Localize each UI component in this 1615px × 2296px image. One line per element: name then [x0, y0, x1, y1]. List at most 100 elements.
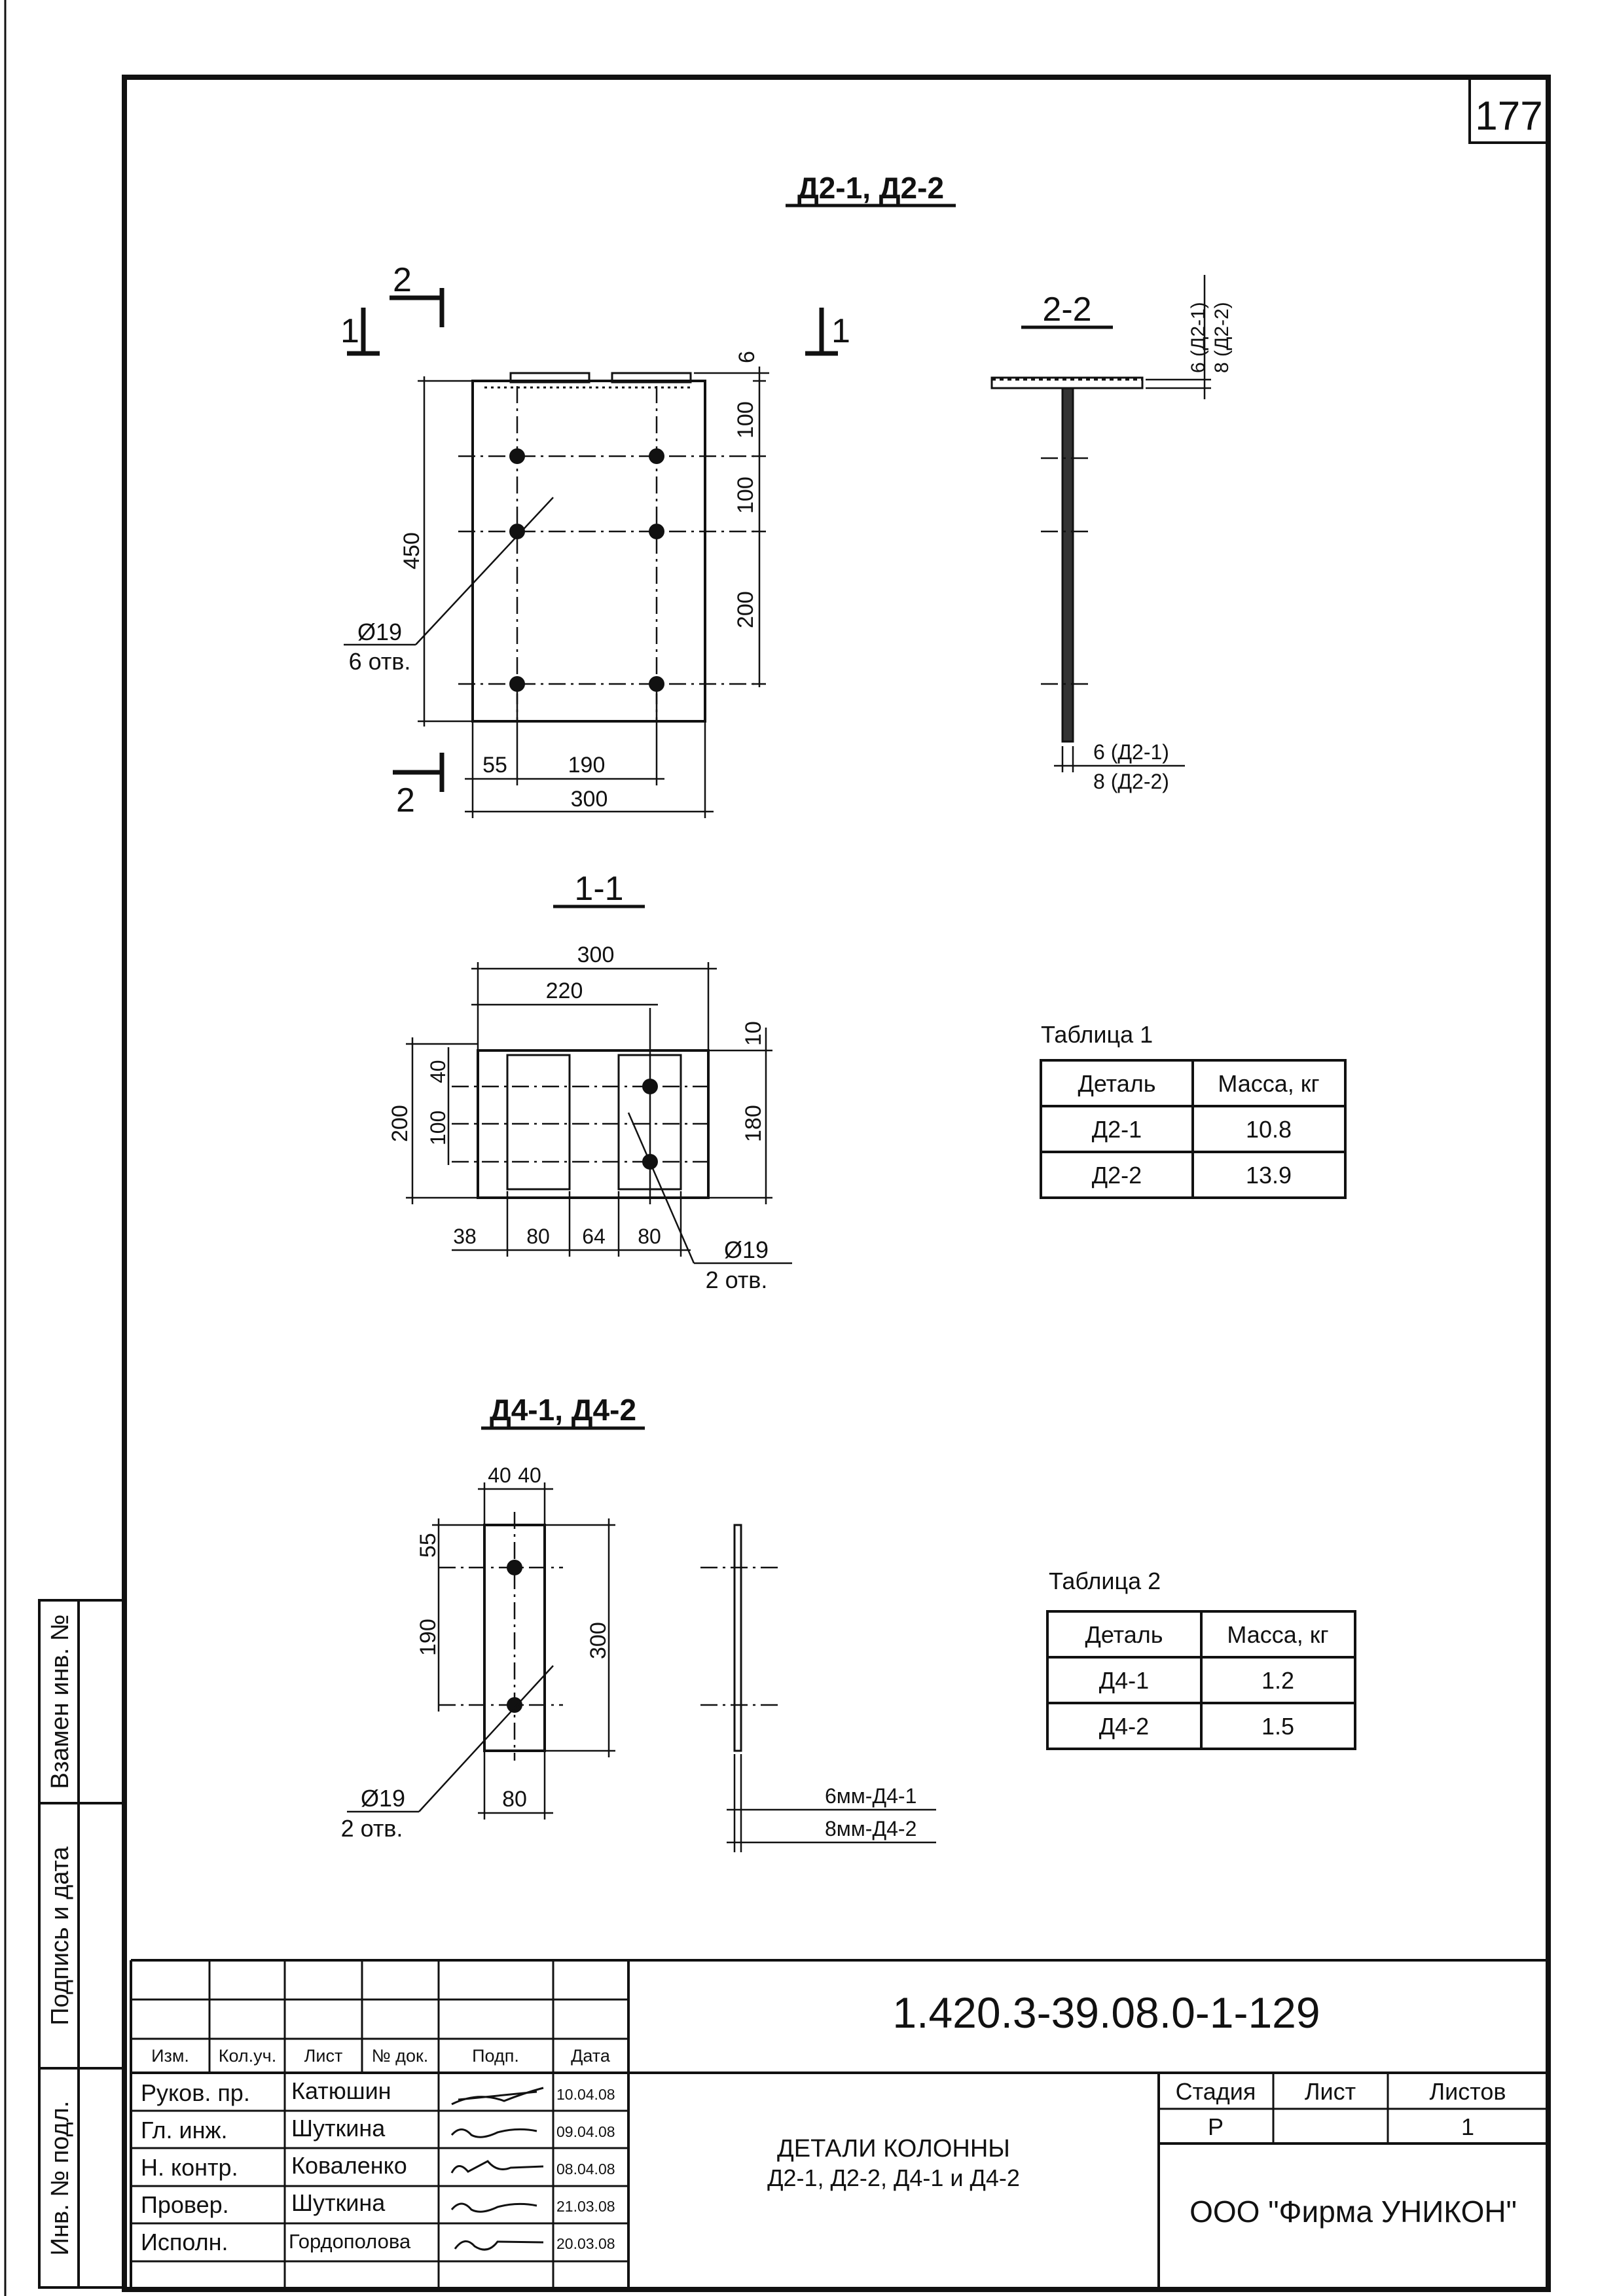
d4-thick-1: 6мм-Д4-1 [825, 1784, 916, 1808]
tb-role: Н. контр. [141, 2154, 238, 2181]
tb-stage-value: Р [1208, 2113, 1224, 2140]
d2-dim-row-3: 200 [733, 591, 758, 628]
table2-cell: Д4-1 [1099, 1667, 1149, 1694]
doc-code: 1.420.3-39.08.0-1-129 [892, 1988, 1320, 2037]
tb-role: Руков. пр. [141, 2079, 250, 2106]
section-1-1: 1-1 300 220 10 180 200 40 100 [388, 870, 792, 1293]
table1-cell: Д2-2 [1092, 1162, 1142, 1189]
d2-dim-width: 300 [571, 787, 608, 812]
signature-5 [454, 2240, 544, 2251]
cut-mark-2-bottom: 2 [396, 781, 415, 819]
d2-dim-spacing: 190 [568, 753, 606, 778]
left-stamp-column: Взамен инв. № Подпись и дата Инв. № подл… [38, 1599, 126, 2289]
stamp-inv: Инв. № подл. [46, 2101, 74, 2256]
table1-caption: Таблица 1 [1041, 1021, 1153, 1048]
tb-date: 08.04.08 [556, 2161, 615, 2178]
d4-plate-plan: 40 40 55 190 300 80 Ø19 2 отв. 6мм-Д4-1 … [341, 1463, 936, 1852]
s11-dim-overall: 300 [577, 942, 615, 967]
doc-title-line1: ДЕТАЛИ КОЛОННЫ [777, 2135, 1010, 2162]
table1-header-mass: Масса, кг [1218, 1070, 1319, 1097]
d4-dim-40a: 40 [488, 1463, 511, 1487]
s11-dim-100: 100 [426, 1111, 450, 1145]
tb-col-izm: Изм. [151, 2046, 189, 2066]
tb-date: 09.04.08 [556, 2123, 615, 2140]
table2-cell: 1.5 [1261, 1713, 1294, 1740]
table1-cell: Д2-1 [1092, 1116, 1142, 1143]
tb-name: Коваленко [291, 2152, 407, 2179]
s11-hole-dia: Ø19 [724, 1236, 769, 1263]
tb-name: Шуткина [291, 2115, 386, 2142]
tb-name: Гордополова [289, 2230, 411, 2253]
table2-header-part: Деталь [1085, 1621, 1163, 1648]
d4-hole-dia: Ø19 [361, 1785, 405, 1812]
sheet-number: 177 [1475, 94, 1542, 139]
table-2: Таблица 2 Деталь Масса, кг Д4-1 1.2 Д4-2… [1046, 1568, 1356, 1750]
s11-dim-40: 40 [426, 1060, 450, 1083]
tb-date: 20.03.08 [556, 2235, 615, 2252]
tb-sheets-label: Листов [1430, 2078, 1506, 2105]
s11-dim-180: 180 [741, 1105, 766, 1142]
s11-dim-200: 200 [388, 1105, 412, 1142]
d4-title: Д4-1, Д4-2 [490, 1393, 636, 1427]
d2-dim-row-1: 100 [733, 401, 758, 439]
d2-dim-row-2: 100 [733, 476, 758, 514]
d4-hole-count: 2 отв. [341, 1815, 403, 1842]
stamp-vzamen: Взамен инв. № [46, 1615, 74, 1789]
table-1: Таблица 1 Деталь Масса, кг Д2-1 10.8 Д2-… [1040, 1021, 1347, 1199]
tb-name: Катюшин [291, 2077, 391, 2104]
tb-date: 21.03.08 [556, 2198, 615, 2215]
doc-title-line2: Д2-1, Д2-2, Д4-1 и Д4-2 [767, 2164, 1020, 2191]
cut-mark-1-left: 1 [340, 312, 359, 350]
table2-cell: Д4-2 [1099, 1713, 1149, 1740]
d4-dim-80: 80 [502, 1787, 527, 1812]
section-1-1-title: 1-1 [574, 870, 623, 908]
s11-dim-80a: 80 [526, 1225, 550, 1248]
s11-dim-80b: 80 [638, 1225, 661, 1248]
table2-caption: Таблица 2 [1049, 1568, 1161, 1594]
tb-col-podp: Подп. [472, 2046, 519, 2066]
s22-web-label-1: 6 (Д2-1) [1093, 740, 1169, 764]
drawing-frame [122, 75, 1551, 2292]
stamp-podpis: Подпись и дата [46, 1846, 74, 2025]
tb-role: Провер. [141, 2191, 229, 2218]
tb-stage-label: Стадия [1176, 2078, 1256, 2105]
tb-col-list: Лист [304, 2046, 343, 2066]
signature-2 [450, 2128, 537, 2138]
tb-role: Исполн. [141, 2229, 228, 2255]
s22-flange-label-2: 8 (Д2-2) [1211, 302, 1233, 373]
s22-flange-label-1: 6 (Д2-1) [1188, 302, 1209, 373]
s11-dim-64: 64 [582, 1225, 606, 1248]
cut-mark-1-right: 1 [831, 312, 850, 350]
tb-role: Гл. инж. [141, 2117, 228, 2144]
s22-web-label-2: 8 (Д2-2) [1093, 770, 1169, 793]
d2-hole-count: 6 отв. [349, 648, 411, 675]
tb-name: Шуткина [291, 2189, 386, 2216]
table1-header-part: Деталь [1078, 1070, 1155, 1097]
tb-col-data: Дата [571, 2046, 611, 2066]
table2-cell: 1.2 [1261, 1667, 1294, 1694]
section-2-2: 2-2 6 (Д2-1) 8 (Д2-2) 6 (Д2-1) 8 (Д2-2) [990, 275, 1233, 793]
d2-dim-height: 450 [399, 532, 424, 569]
signature-4 [450, 2202, 537, 2213]
tb-col-nodok: № док. [372, 2046, 429, 2066]
signature-1 [451, 2087, 544, 2106]
company-name: ООО "Фирма УНИКОН" [1189, 2195, 1517, 2229]
tb-sheets-value: 1 [1461, 2113, 1474, 2140]
tb-col-kolvo: Кол.уч. [219, 2046, 276, 2066]
d4-dim-300: 300 [586, 1622, 611, 1659]
d4-dim-190: 190 [416, 1619, 441, 1656]
d4-dim-40b: 40 [518, 1463, 541, 1487]
d4-thick-2: 8мм-Д4-2 [825, 1817, 916, 1840]
d2-hole-dia: Ø19 [357, 619, 402, 645]
d4-dim-55: 55 [416, 1533, 441, 1558]
cut-mark-2-top: 2 [393, 261, 412, 299]
d2-dim-edge: 55 [482, 753, 507, 778]
table2-header-mass: Масса, кг [1227, 1621, 1328, 1648]
tb-sheet-label: Лист [1305, 2078, 1356, 2105]
s11-dim-38: 38 [453, 1225, 477, 1248]
sheet-number-box [1468, 76, 1550, 144]
s11-dim-inner: 220 [546, 978, 583, 1003]
d2-dim-top-offset: 6 [735, 351, 759, 363]
tb-date: 10.04.08 [556, 2086, 615, 2103]
